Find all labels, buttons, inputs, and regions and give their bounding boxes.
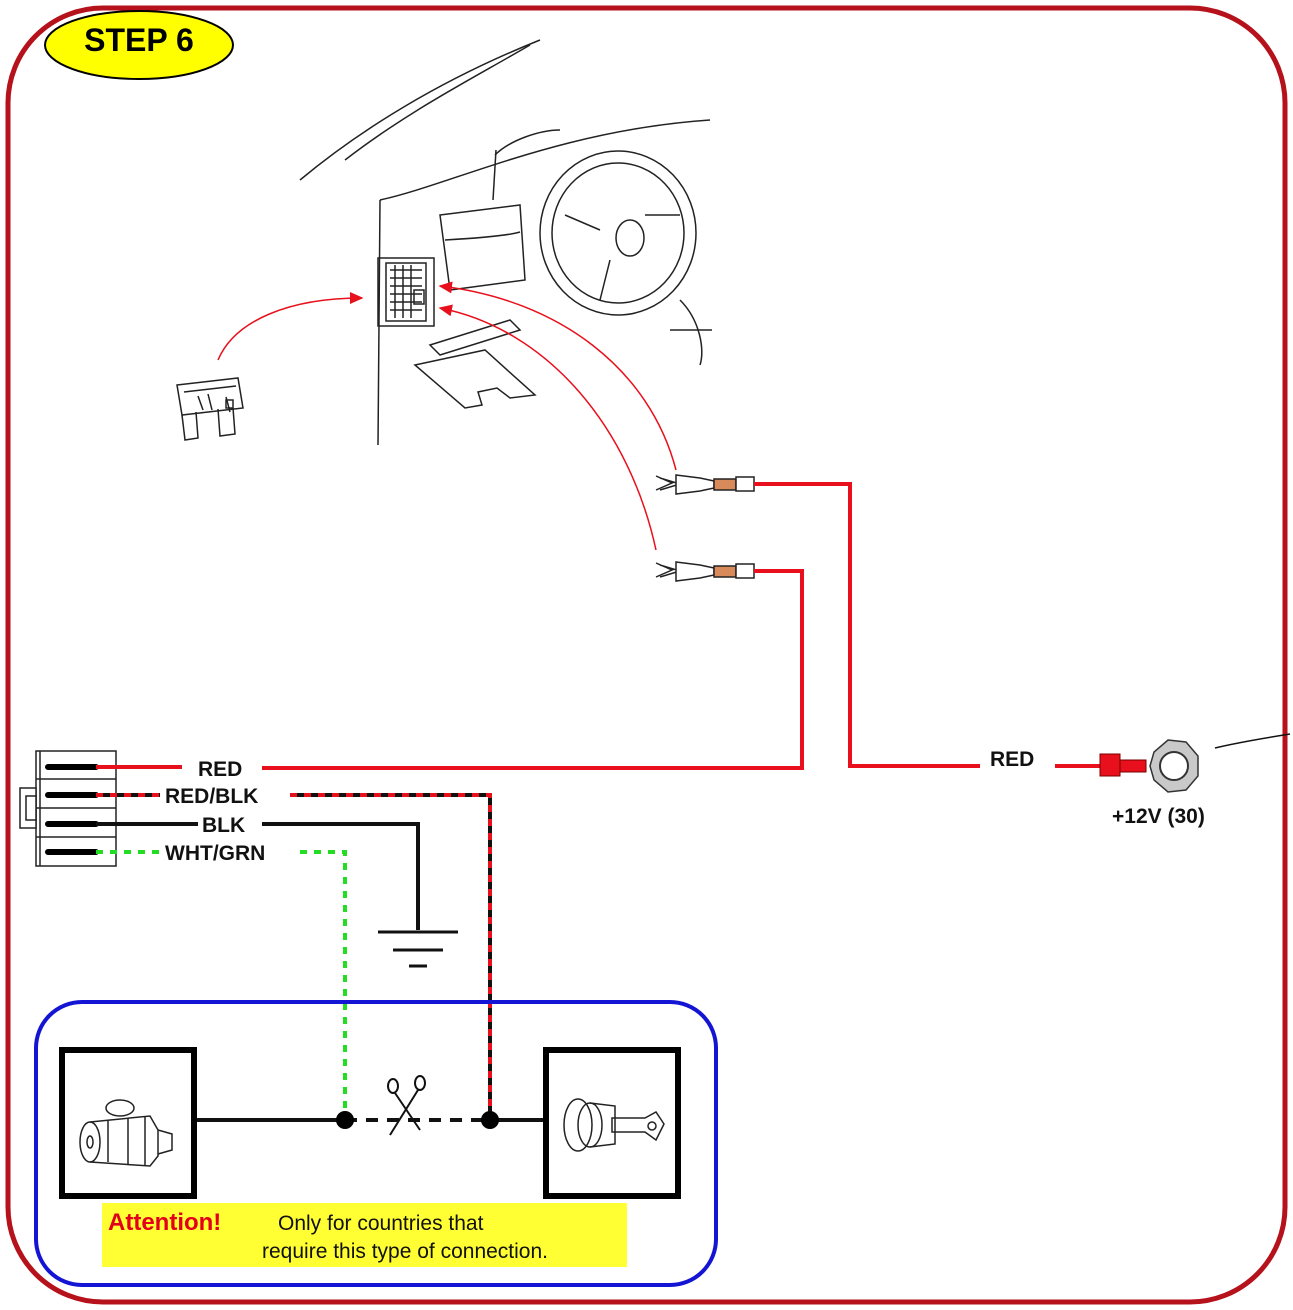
red-blk-wire	[96, 793, 492, 1120]
splice-node-right	[481, 1111, 499, 1129]
blk-wire-label: BLK	[202, 814, 245, 837]
connector-bottom-arrow	[438, 304, 657, 551]
attention-title: Attention!	[108, 1209, 222, 1236]
second-connector-red-wire	[262, 569, 804, 770]
supply-red-wire-label: RED	[990, 748, 1034, 771]
blk-wire	[96, 822, 420, 930]
outer-frame	[5, 5, 1288, 1305]
harness-connector	[19, 750, 117, 867]
ring-terminal-icon	[1099, 739, 1199, 793]
step-badge	[44, 10, 234, 80]
terminal-label: +12V (30)	[1112, 805, 1205, 828]
step-badge-label: STEP 6	[84, 22, 194, 58]
supply-red-wire	[754, 482, 980, 768]
ground-icon	[378, 930, 458, 968]
wht-grn-wire-label: WHT/GRN	[165, 842, 265, 865]
battery-cable	[1214, 733, 1291, 749]
red-blk-wire-label: RED/BLK	[165, 785, 258, 808]
dashboard-illustration	[299, 39, 712, 446]
scissors-icon	[387, 1075, 426, 1136]
terminal-connector-icon	[655, 474, 755, 495]
splice-node-left	[336, 1111, 354, 1129]
red-wire-label: RED	[198, 758, 242, 781]
terminal-connector-icon	[655, 561, 755, 582]
fuse-icon	[176, 377, 244, 441]
ignition-switch-icon	[563, 1098, 665, 1152]
attention-line-1: Only for countries that	[278, 1212, 484, 1235]
wht-grn-wire	[96, 850, 347, 1120]
starter-motor-icon	[79, 1099, 173, 1167]
fuse-arrow	[217, 292, 364, 361]
connector-pins	[45, 764, 99, 855]
attention-box	[102, 1203, 627, 1267]
optional-connection-frame	[34, 1000, 718, 1287]
attention-line-2: require this type of connection.	[262, 1240, 549, 1263]
connector-top-arrow	[438, 281, 677, 471]
